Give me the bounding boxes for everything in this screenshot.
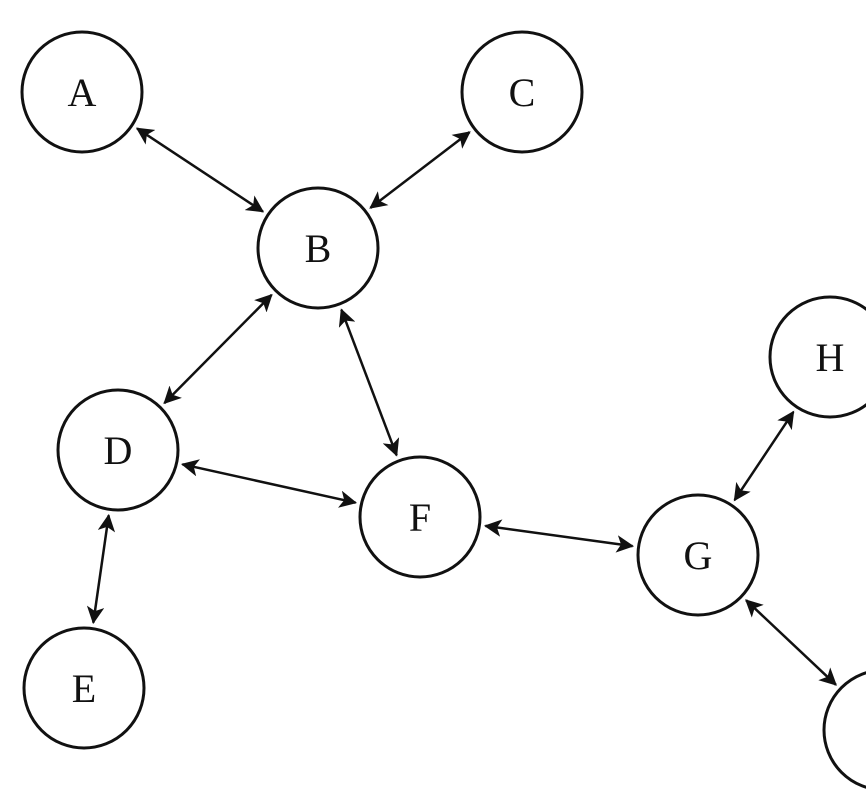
edge-c-b: [369, 131, 471, 209]
nodes-layer: A B C D E F G H: [20, 30, 866, 789]
node-circle: [768, 295, 866, 419]
node-g: G: [636, 493, 760, 617]
node-label: B: [305, 226, 332, 271]
edge-f-g: [483, 519, 635, 553]
node-circle: [56, 388, 180, 512]
node-label: F: [409, 495, 431, 540]
edge-b-f: [338, 308, 400, 457]
node-i: [822, 671, 866, 789]
node-label: D: [104, 428, 133, 473]
node-label: G: [684, 533, 713, 578]
edge-g-h: [733, 410, 795, 502]
node-d: D: [56, 388, 180, 512]
node-e: E: [22, 626, 146, 750]
node-circle: [460, 30, 584, 154]
node-circle: [822, 671, 866, 789]
node-label: H: [816, 335, 845, 380]
node-a: A: [20, 30, 144, 154]
node-circle: [22, 626, 146, 750]
edge-b-d: [163, 293, 273, 405]
edge-g-i: [745, 599, 837, 686]
node-b: B: [256, 186, 380, 310]
node-h: H: [768, 295, 866, 419]
node-circle: [636, 493, 760, 617]
edge-d-e: [86, 513, 116, 625]
edge-a-b: [135, 127, 265, 213]
node-f: F: [358, 455, 482, 579]
node-circle: [256, 186, 380, 310]
node-label: A: [68, 70, 97, 115]
node-label: C: [509, 70, 536, 115]
node-c: C: [460, 30, 584, 154]
edges-layer: [86, 127, 837, 686]
edge-d-f: [180, 459, 358, 508]
node-label: E: [72, 666, 96, 711]
node-circle: [20, 30, 144, 154]
node-circle: [358, 455, 482, 579]
